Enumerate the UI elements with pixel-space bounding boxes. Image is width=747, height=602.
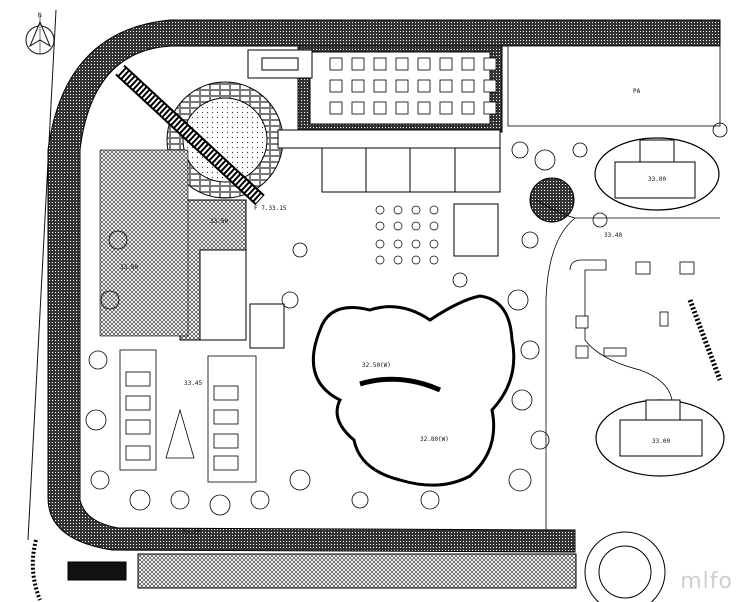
label-main-elev-a: 33.45 (184, 380, 203, 387)
label-north: N (38, 12, 42, 19)
north-arrow-icon (25, 16, 55, 55)
east-road (535, 199, 720, 530)
east-stair (687, 299, 723, 381)
oval-building-north (594, 137, 720, 211)
label-bldg-bottom: 33.00 (652, 438, 671, 445)
southwest-path (30, 539, 42, 601)
southeast-plaza (584, 531, 666, 602)
gate-building (247, 49, 313, 79)
main-building (277, 129, 501, 193)
west-road-line (27, 9, 57, 541)
label-road-elev: 33.50 (120, 264, 139, 271)
label-main-elev-b: 33.50 (210, 218, 229, 225)
label-bldg-top: 33.00 (648, 176, 667, 183)
east-small-blocks (575, 261, 695, 359)
watermark: mlfo (680, 569, 733, 594)
parking-stalls (329, 57, 497, 115)
southwest-parking (119, 349, 257, 483)
east-loop-road (569, 259, 673, 401)
circular-plaza (115, 64, 284, 206)
dining-tables (375, 205, 439, 265)
west-building (179, 199, 285, 349)
perimeter-road (47, 19, 721, 553)
label-east-elev: 33.40 (604, 232, 623, 239)
trees (85, 122, 728, 516)
west-garden-strip (99, 149, 189, 337)
east-annex (453, 203, 499, 257)
label-water-elev-b: 32.80(W) (420, 436, 449, 443)
lake (311, 294, 516, 487)
oval-building-south (595, 399, 725, 477)
label-entry-elev: F 7.33.15 (254, 205, 287, 212)
label-pa: PA (633, 88, 641, 95)
feature-tree (529, 177, 575, 223)
label-water-elev-a: 32.50(W) (362, 362, 391, 369)
south-planter-strip (67, 553, 577, 589)
label-south-elev: 33.30 (182, 528, 201, 535)
northeast-lot (507, 45, 721, 127)
